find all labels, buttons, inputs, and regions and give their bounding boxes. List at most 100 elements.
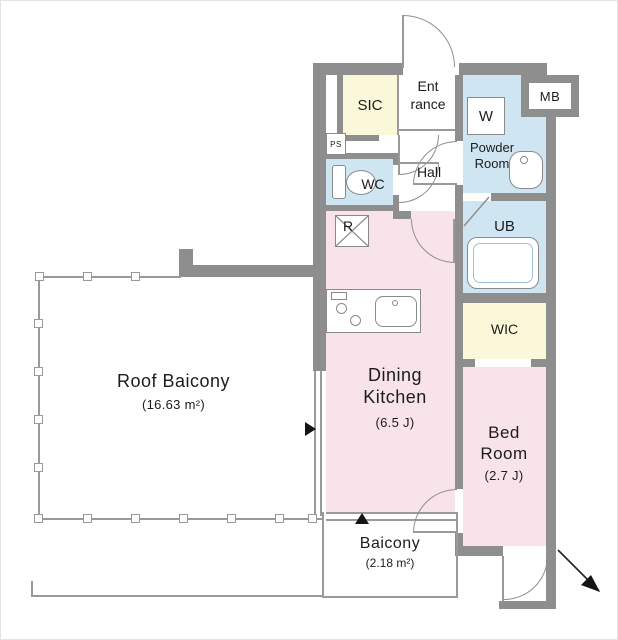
sic-label: SIC: [357, 97, 383, 114]
wall-segment: [313, 63, 326, 371]
wall-segment: [393, 153, 399, 165]
entrance-step-line: [399, 129, 455, 131]
roof-balcony-area: (16.63 m²): [142, 396, 205, 412]
wall-segment: [337, 75, 343, 135]
north-arrow-icon: [557, 549, 600, 592]
wall-segment: [179, 265, 326, 277]
kitchen-faucet-icon: [392, 300, 398, 306]
fence-post: [34, 514, 43, 523]
bedroom-name-line2: Room: [480, 443, 528, 463]
balcony-name: Baicony: [359, 535, 421, 552]
dining-kitchen-area: (6.5 J): [375, 414, 415, 430]
x-line: [336, 216, 368, 246]
wall-segment: [326, 153, 399, 159]
toilet-bowl-icon: [346, 170, 376, 195]
door-leaf-sic: [398, 135, 400, 175]
fence-post: [227, 514, 236, 523]
bedroom-label: Bed Room (2.7 J): [461, 423, 547, 483]
fence-post: [34, 367, 43, 376]
window-line: [314, 371, 316, 516]
fence-line: [39, 276, 181, 278]
balcony-label: Baicony (2.18 m²): [331, 535, 449, 570]
balcony-outline: [322, 512, 324, 598]
door-leaf-entrance: [402, 15, 404, 68]
balcony-area: (2.18 m²): [365, 556, 415, 570]
building-edge-line: [31, 581, 33, 597]
fence-post: [308, 514, 317, 523]
pipe-space-label: PS: [330, 139, 342, 149]
entrance-label: Ent rance: [400, 78, 456, 113]
fold-door-line: [463, 196, 490, 227]
wall-segment: [456, 546, 503, 556]
wall-segment: [393, 211, 411, 219]
stove-panel-icon: [331, 292, 347, 300]
roof-balcony-label: Roof Baicony (16.63 m²): [71, 371, 276, 412]
room-sic-floor: [343, 75, 397, 135]
washing-machine-label: W: [478, 107, 494, 125]
meter-box-inner: MB: [529, 83, 571, 109]
sic-entrance-divider-line: [397, 75, 399, 135]
fence-line: [38, 276, 40, 520]
window-line: [326, 512, 456, 514]
fence-post: [275, 514, 284, 523]
window-line: [326, 519, 456, 521]
wall-segment: [326, 205, 399, 211]
room-bedroom-floor: [463, 367, 546, 546]
meter-box: MB: [521, 75, 579, 117]
door-arc-bedroom-exterior: [504, 556, 548, 600]
toilet-tank-icon: [332, 165, 346, 199]
wall-segment: [393, 195, 399, 211]
dining-kitchen-label: Dining Kitchen (6.5 J): [337, 365, 453, 430]
refrigerator-x-icon: [336, 216, 368, 246]
north-arrow-head: [581, 575, 600, 592]
room-wic-floor: [463, 303, 546, 359]
wall-segment: [313, 63, 403, 75]
faucet-icon: [520, 156, 528, 164]
pipe-space-box: PS: [326, 133, 346, 155]
wall-segment: [491, 193, 546, 201]
wall-segment: [531, 359, 556, 367]
bathtub-inner-line: [473, 243, 533, 283]
door-leaf-bedroom-exterior: [502, 556, 504, 601]
door-arc-entrance: [403, 15, 455, 67]
bedroom-area: (2.7 J): [484, 468, 524, 484]
window-marker-right-icon: [305, 422, 316, 436]
wall-segment: [455, 533, 463, 556]
window-line: [320, 371, 322, 516]
washing-machine-icon: W: [467, 97, 505, 135]
fence-post: [35, 272, 44, 281]
stove-burner-icon: [350, 315, 361, 326]
powder-room-line2: Room: [474, 156, 510, 172]
hall-label: Hall: [416, 164, 442, 180]
wall-segment: [455, 185, 463, 489]
bedroom-name-line1: Bed: [488, 423, 520, 442]
fence-post: [83, 272, 92, 281]
meter-box-label: MB: [539, 88, 561, 104]
powder-room-label: Powder Room: [456, 140, 528, 173]
fence-post: [131, 514, 140, 523]
balcony-outline: [322, 596, 458, 598]
roof-balcony-name: Roof Baicony: [116, 371, 231, 391]
stove-burner-icon: [336, 303, 347, 314]
door-leaf-bedroom: [413, 531, 457, 533]
dining-kitchen-name-line1: Dining: [367, 365, 423, 385]
building-edge-line: [31, 595, 324, 597]
wall-segment: [459, 63, 547, 75]
unit-bath-label: UB: [494, 218, 515, 235]
wall-segment: [455, 75, 463, 141]
entrance-line1: Ent: [417, 78, 439, 94]
door-leaf-dining-kitchen: [453, 219, 455, 263]
wc-label: WC: [361, 176, 385, 192]
entrance-line2: rance: [410, 95, 446, 112]
door-leaf-wc: [399, 162, 439, 164]
wic-label: WIC: [490, 321, 519, 337]
fence-post: [179, 514, 188, 523]
wall-segment: [337, 135, 379, 141]
fence-post: [131, 272, 140, 281]
powder-room-line1: Powder: [469, 140, 515, 155]
fold-door-unit-bath: [463, 196, 490, 227]
refrigerator-label: R: [342, 218, 354, 234]
balcony-outline: [456, 512, 458, 598]
wall-segment: [463, 359, 475, 367]
fence-post: [34, 319, 43, 328]
